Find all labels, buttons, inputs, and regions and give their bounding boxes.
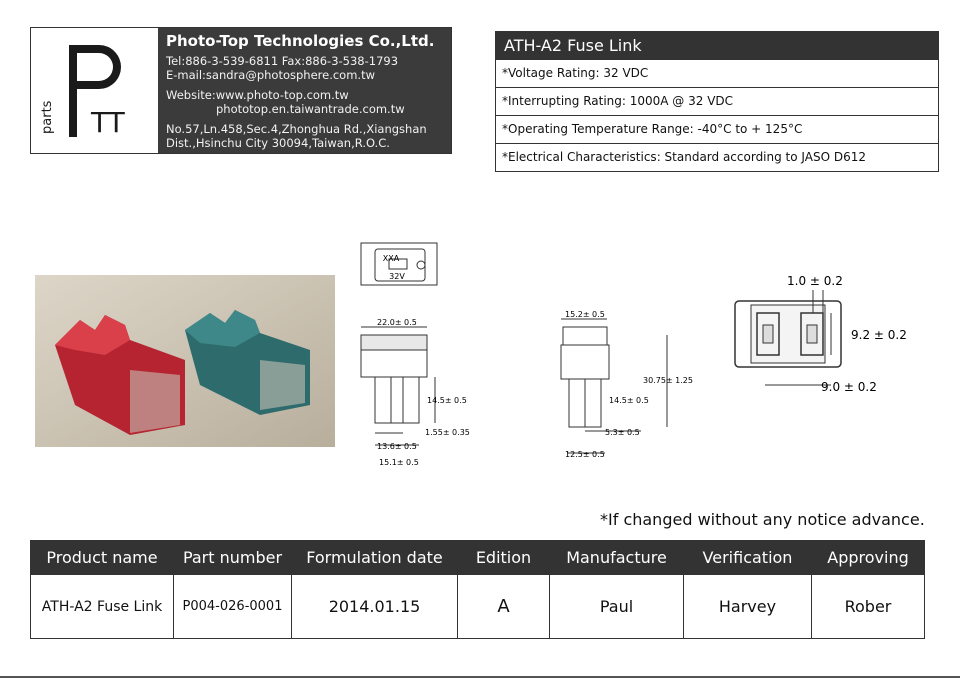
header-part-number: Part number xyxy=(173,540,292,575)
header-product-name: Product name xyxy=(30,540,174,575)
table-header-row: Product name Part number Formulation dat… xyxy=(30,540,925,575)
table-row: ATH-A2 Fuse Link P004-026-0001 2014.01.1… xyxy=(30,574,925,639)
spec-electrical: *Electrical Characteristics: Standard ac… xyxy=(496,143,938,171)
dim-side-145: 14.5± 0.5 xyxy=(609,396,649,405)
header-approving: Approving xyxy=(811,540,925,575)
dim-front-155: 1.55± 0.35 xyxy=(425,428,470,437)
cell-part-number: P004-026-0001 xyxy=(173,574,292,639)
spec-temperature: *Operating Temperature Range: -40°C to +… xyxy=(496,115,938,143)
cell-product-name: ATH-A2 Fuse Link xyxy=(30,574,174,639)
header-manufacture: Manufacture xyxy=(549,540,684,575)
company-address-2: Dist.,Hsinchu City 30094,Taiwan,R.O.C. xyxy=(166,136,390,150)
dim-side-152: 15.2± 0.5 xyxy=(565,310,605,319)
header-formulation-date: Formulation date xyxy=(291,540,458,575)
fuse-photo-image xyxy=(35,275,335,447)
spec-title: ATH-A2 Fuse Link xyxy=(496,32,938,59)
top-view-label-1: XXA xyxy=(383,254,400,263)
cell-approving: Rober xyxy=(811,574,925,639)
technical-drawing: XXA 32V 22.0± 0.5 14.5± 0.5 13.6± 0.5 1.… xyxy=(360,242,907,467)
logo-parts-text: parts xyxy=(40,100,55,134)
company-address-1: No.57,Ln.458,Sec.4,Zhonghua Rd.,Xiangsha… xyxy=(166,122,427,136)
dim-side-125: 12.5± 0.5 xyxy=(565,450,605,459)
cell-formulation-date: 2014.01.15 xyxy=(291,574,458,639)
dim-bottom-10: 1.0 ± 0.2 xyxy=(787,274,843,288)
spec-voltage: *Voltage Rating: 32 VDC xyxy=(496,59,938,87)
bottom-divider xyxy=(0,676,960,678)
company-website-2: phototop.en.taiwantrade.com.tw xyxy=(216,102,405,116)
company-header: parts TT Photo-Top Technologies Co.,Ltd.… xyxy=(30,27,452,154)
dim-bottom-92: 9.2 ± 0.2 xyxy=(851,328,907,342)
cell-verification: Harvey xyxy=(683,574,812,639)
dim-bottom-90: 9.0 ± 0.2 xyxy=(821,380,877,394)
top-view-label-2: 32V xyxy=(389,272,405,281)
dim-front-151: 15.1± 0.5 xyxy=(379,458,419,467)
dim-side-3075: 30.75± 1.25 xyxy=(643,376,693,385)
company-logo: parts TT xyxy=(31,28,158,153)
spec-interrupting: *Interrupting Rating: 1000A @ 32 VDC xyxy=(496,87,938,115)
company-website: Website:www.photo-top.com.tw xyxy=(166,88,349,102)
spec-table: ATH-A2 Fuse Link *Voltage Rating: 32 VDC… xyxy=(495,31,939,172)
company-info: Photo-Top Technologies Co.,Ltd. Tel:886-… xyxy=(158,28,451,153)
dim-front-height: 14.5± 0.5 xyxy=(427,396,467,405)
logo-tt-text: TT xyxy=(90,106,126,139)
change-notice: *If changed without any notice advance. xyxy=(600,510,925,529)
header-edition: Edition xyxy=(457,540,550,575)
document-info-table: Product name Part number Formulation dat… xyxy=(30,540,925,639)
company-name: Photo-Top Technologies Co.,Ltd. xyxy=(166,32,435,50)
dim-side-53: 5.3± 0.5 xyxy=(605,428,640,437)
cell-manufacture: Paul xyxy=(549,574,684,639)
company-tel-fax: Tel:886-3-539-6811 Fax:886-3-538-1793 xyxy=(166,54,399,68)
top-view-outline xyxy=(360,242,438,286)
ptt-logo-icon: parts TT xyxy=(40,45,126,139)
product-photo xyxy=(35,275,335,447)
header-verification: Verification xyxy=(683,540,812,575)
company-email: E-mail:sandra@photosphere.com.tw xyxy=(166,68,375,82)
dim-front-width: 22.0± 0.5 xyxy=(377,318,417,327)
dim-front-136: 13.6± 0.5 xyxy=(377,442,417,451)
cell-edition: A xyxy=(457,574,550,639)
